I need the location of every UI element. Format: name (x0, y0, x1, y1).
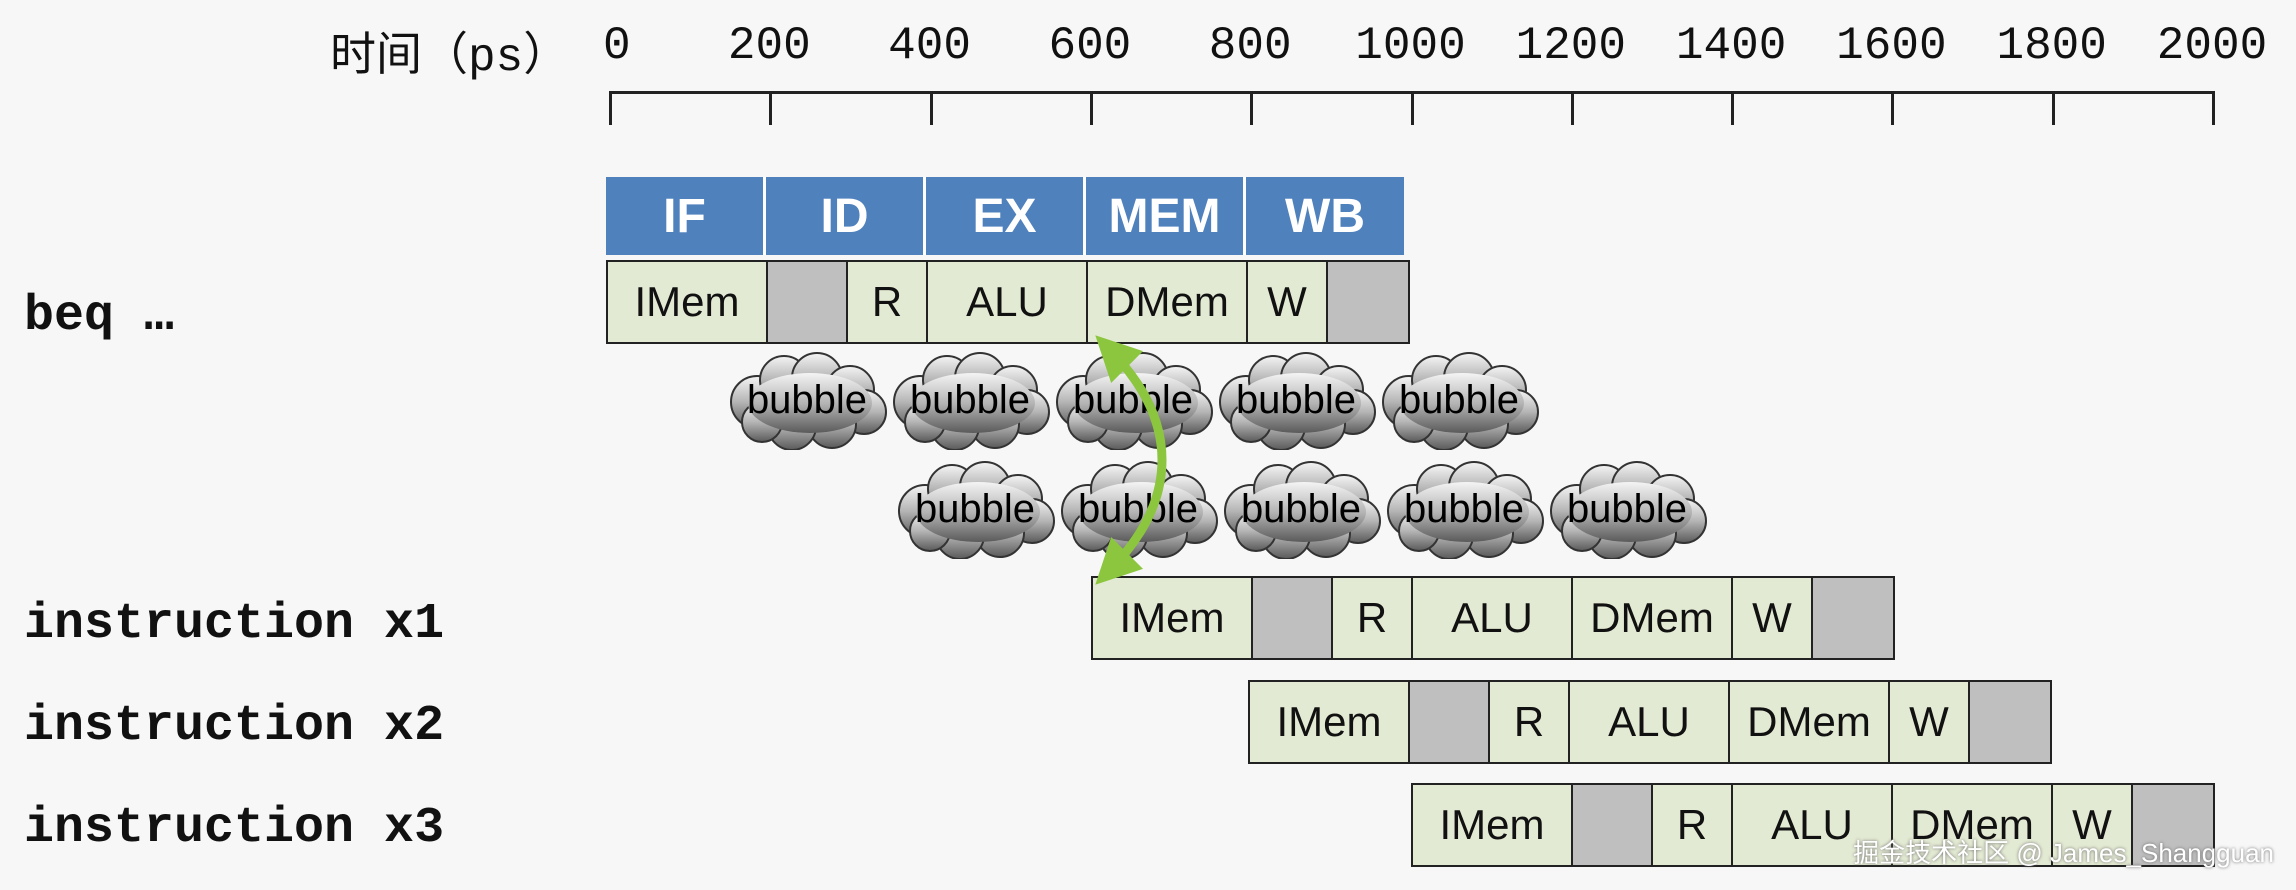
stage-cell: ALU (1570, 682, 1730, 762)
axis-tick (609, 91, 612, 125)
stage-wb: WB (1246, 177, 1404, 255)
axis-tick (2051, 91, 2055, 125)
idle-cell (1813, 578, 1893, 658)
stage-cell: DMem (1730, 682, 1890, 762)
bubble-label: bubble (1398, 377, 1520, 422)
stage-cell: IMem (1413, 785, 1573, 865)
stage-cell: DMem (1573, 578, 1733, 658)
time-axis-unit: ps (468, 32, 524, 84)
row-label: instruction x1 (24, 596, 445, 653)
idle-cell (1328, 262, 1408, 342)
axis-tick-label: 1800 (1996, 20, 2107, 72)
idle-cell (768, 262, 848, 342)
bubble-label: bubble (1235, 377, 1357, 422)
idle-cell (1410, 682, 1490, 762)
axis-tick (1731, 91, 1735, 125)
bubble-label: bubble (914, 486, 1036, 531)
stage-cell: W (1733, 578, 1813, 658)
bubble-label: bubble (909, 377, 1031, 422)
axis-tick-label: 600 (1048, 20, 1132, 72)
axis-tick (1089, 91, 1093, 125)
idle-cell (1253, 578, 1333, 658)
row-label: instruction x3 (24, 800, 445, 857)
bubble-cloud: bubble (890, 459, 1060, 559)
stage-cell: IMem (1093, 578, 1253, 658)
axis-tick-label: 800 (1208, 20, 1292, 72)
axis-tick-label: 200 (727, 20, 811, 72)
bubble-label: bubble (1240, 486, 1362, 531)
idle-cell (1970, 682, 2050, 762)
stage-cell: W (2053, 785, 2133, 865)
bubble-cloud: bubble (1374, 350, 1544, 450)
axis-tick (1570, 91, 1574, 125)
stage-cell: R (1333, 578, 1413, 658)
bubble-label: bubble (1403, 486, 1525, 531)
axis-tick-label: 0 (603, 20, 631, 72)
stage-cell: W (1248, 262, 1328, 342)
stage-cell: DMem (1088, 262, 1248, 342)
bubble-label: bubble (746, 377, 868, 422)
stage-cell: R (848, 262, 928, 342)
stage-mem: MEM (1086, 177, 1246, 255)
bubble-cloud: bubble (1379, 459, 1549, 559)
stage-cell: IMem (1250, 682, 1410, 762)
stage-cell: ALU (1733, 785, 1893, 865)
axis-tick-label: 2000 (2156, 20, 2268, 72)
bubble-label: bubble (1566, 486, 1688, 531)
axis-tick (929, 91, 933, 125)
stage-cell: ALU (1413, 578, 1573, 658)
stage-if: IF (606, 177, 766, 255)
row-label: instruction x2 (24, 698, 445, 755)
stage-cell: R (1653, 785, 1733, 865)
bubble-cloud: bubble (885, 350, 1055, 450)
idle-cell (1573, 785, 1653, 865)
axis-tick (1410, 91, 1414, 125)
bubble-cloud: bubble (1216, 459, 1386, 559)
time-axis-title-close: ） (523, 27, 570, 81)
axis-tick (769, 91, 773, 125)
stage-cell: IMem (608, 262, 768, 342)
watermark: 掘金技术社区 @ James_Shangguan (1853, 838, 2274, 868)
axis-tick (1891, 91, 1895, 125)
bubble-cloud: bubble (1048, 350, 1218, 450)
stage-id: ID (766, 177, 926, 255)
bubble-label: bubble (1072, 377, 1194, 422)
time-axis-title-text: 时间（ (330, 27, 468, 81)
stage-cell: DMem (1893, 785, 2053, 865)
axis-tick-label: 1600 (1836, 20, 1947, 72)
axis-tick-label: 1200 (1515, 20, 1627, 72)
stage-cell: W (1890, 682, 1970, 762)
axis-tick-label: 1400 (1675, 20, 1787, 72)
bubble-cloud: bubble (1542, 459, 1712, 559)
time-axis-title: 时间（ps） (330, 18, 569, 84)
stage-cell: R (1490, 682, 1570, 762)
axis-tick-label: 1000 (1355, 20, 1466, 72)
stage-ex: EX (926, 177, 1086, 255)
idle-cell (2133, 785, 2213, 865)
bubble-cloud: bubble (722, 350, 892, 450)
stage-cell: ALU (928, 262, 1088, 342)
bubble-label: bubble (1077, 486, 1199, 531)
axis-tick (2212, 91, 2215, 125)
row-label: beq … (24, 288, 175, 345)
bubble-cloud: bubble (1053, 459, 1223, 559)
bubble-cloud: bubble (1211, 350, 1381, 450)
axis-tick (1250, 91, 1254, 125)
axis-tick-label: 400 (888, 20, 972, 72)
